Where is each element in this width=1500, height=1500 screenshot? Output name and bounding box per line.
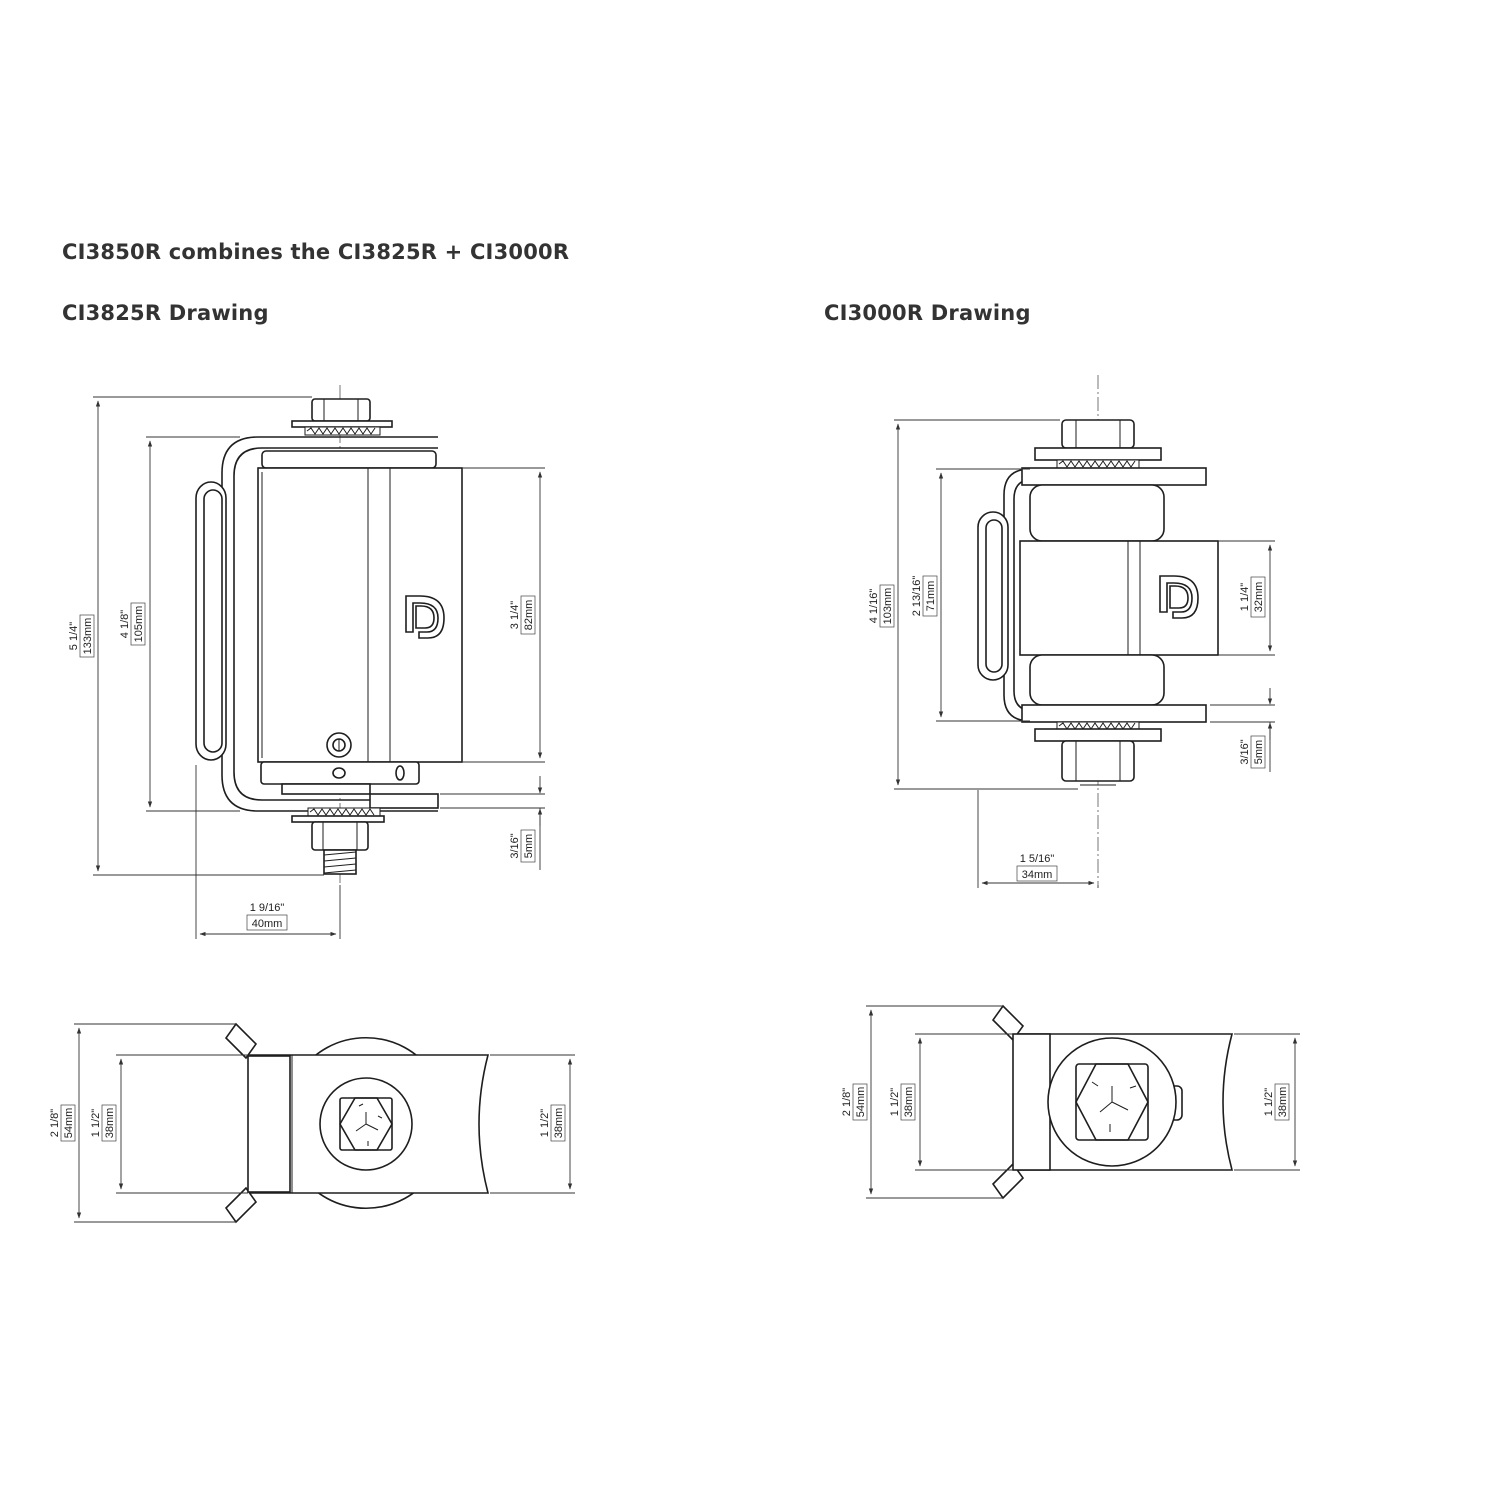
dim-ci3000r-top-bracket-width-imperial: 1 1/2" bbox=[889, 1088, 901, 1116]
dim-ci3000r-top-plate-width-metric: 38mm bbox=[1277, 1087, 1289, 1118]
dim-ci3825r-overall-height-metric: 133mm bbox=[82, 618, 94, 655]
dim-ci3000r-plate-thickness-metric: 5mm bbox=[1253, 740, 1265, 764]
dim-ci3825r-top-bracket-width-imperial: 1 1/2" bbox=[90, 1109, 102, 1137]
dim-ci3000r-bracket-height-metric: 71mm bbox=[925, 581, 937, 612]
ci3000r-top-view: 2 1/8" 54mm 1 1/2" 38mm 1 1/2" 38mm bbox=[841, 1004, 1300, 1200]
dim-ci3825r-top-plate-width-metric: 38mm bbox=[553, 1108, 565, 1139]
dim-ci3825r-top-overall-width-metric: 54mm bbox=[63, 1108, 75, 1139]
dim-ci3000r-plate-thickness-imperial: 3/16" bbox=[1239, 739, 1251, 764]
dim-ci3825r-top-plate-width-imperial: 1 1/2" bbox=[539, 1109, 551, 1137]
dim-ci3825r-body-height-metric: 82mm bbox=[523, 600, 535, 631]
dim-ci3825r-body-height-imperial: 3 1/4" bbox=[509, 601, 521, 629]
ci3825r-front-view: 5 1/4" 133mm 4 1/8" 105mm 3 1/4" 82mm bbox=[68, 385, 545, 939]
dim-ci3825r-overall-height-imperial: 5 1/4" bbox=[68, 622, 80, 650]
ci3825r-top-view: 2 1/8" 54mm 1 1/2" 38mm 1 1/2" 38mm bbox=[49, 1022, 575, 1224]
dim-ci3000r-top-overall-width-imperial: 2 1/8" bbox=[841, 1088, 853, 1116]
dim-ci3000r-top-plate-width-imperial: 1 1/2" bbox=[1263, 1088, 1275, 1116]
dim-ci3000r-plate-width-metric: 32mm bbox=[1253, 582, 1265, 613]
dim-ci3000r-overall-height-metric: 103mm bbox=[882, 588, 894, 625]
ci3000r-front-view: 4 1/16" 103mm 2 13/16" 71mm 1 1/4" 32mm bbox=[868, 375, 1275, 888]
dim-ci3825r-top-overall-width-imperial: 2 1/8" bbox=[49, 1109, 61, 1137]
dim-ci3000r-overall-height-imperial: 4 1/16" bbox=[868, 589, 880, 624]
dim-ci3000r-top-bracket-width-metric: 38mm bbox=[903, 1087, 915, 1118]
dim-ci3825r-plate-thickness-imperial: 3/16" bbox=[509, 833, 521, 858]
ci3825r-heading: CI3825R Drawing bbox=[62, 301, 269, 325]
dim-ci3000r-plate-width-imperial: 1 1/4" bbox=[1239, 583, 1251, 611]
dim-ci3000r-width-metric: 34mm bbox=[1022, 869, 1053, 881]
dim-ci3825r-top-bracket-width-metric: 38mm bbox=[104, 1108, 116, 1139]
dim-ci3825r-bracket-height-imperial: 4 1/8" bbox=[119, 610, 131, 638]
dim-ci3000r-bracket-height-imperial: 2 13/16" bbox=[911, 576, 923, 617]
page-title: CI3850R combines the CI3825R + CI3000R bbox=[62, 240, 570, 264]
dim-ci3000r-top-overall-width-metric: 54mm bbox=[855, 1087, 867, 1118]
dim-ci3825r-bracket-height-metric: 105mm bbox=[133, 606, 145, 643]
dim-ci3825r-width-metric: 40mm bbox=[252, 918, 283, 930]
dim-ci3000r-width-imperial: 1 5/16" bbox=[1020, 853, 1055, 865]
ci3000r-heading: CI3000R Drawing bbox=[824, 301, 1031, 325]
dim-ci3825r-plate-thickness-metric: 5mm bbox=[523, 834, 535, 858]
dim-ci3825r-width-imperial: 1 9/16" bbox=[250, 902, 285, 914]
